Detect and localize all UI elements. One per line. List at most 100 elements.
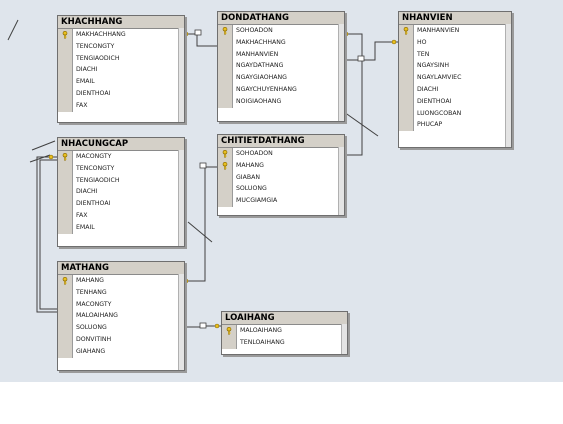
row-selector[interactable] bbox=[58, 99, 73, 112]
row-selector[interactable] bbox=[58, 64, 73, 77]
field-row[interactable]: LUONGCOBAN bbox=[399, 107, 511, 120]
field-row[interactable]: MAHANG bbox=[58, 275, 184, 287]
row-selector[interactable] bbox=[58, 310, 73, 323]
field-row[interactable]: TEN bbox=[399, 48, 511, 61]
field-row[interactable]: DIACHI bbox=[58, 186, 184, 199]
row-selector[interactable] bbox=[58, 298, 73, 311]
row-selector[interactable] bbox=[218, 171, 233, 184]
row-selector[interactable] bbox=[399, 48, 414, 61]
field-row[interactable]: DIENTHOAI bbox=[58, 198, 184, 210]
row-selector[interactable] bbox=[58, 333, 73, 346]
row-selector[interactable] bbox=[58, 52, 73, 65]
row-selector[interactable] bbox=[399, 36, 414, 49]
table-title: MATHANG bbox=[58, 262, 184, 275]
field-row[interactable]: NGAYCHUYENHANG bbox=[218, 83, 344, 96]
field-row[interactable]: MALOAIHANG bbox=[58, 310, 184, 323]
row-selector[interactable] bbox=[58, 174, 73, 187]
row-selector[interactable] bbox=[218, 36, 233, 49]
field-row[interactable]: GIAHANG bbox=[58, 345, 184, 358]
row-selector[interactable] bbox=[58, 186, 73, 199]
scrollbar[interactable] bbox=[338, 24, 344, 121]
field-row[interactable]: FAX bbox=[58, 99, 184, 112]
scrollbar[interactable] bbox=[338, 147, 344, 215]
field-row[interactable]: HO bbox=[399, 36, 511, 49]
field-row[interactable]: TENCONGTY bbox=[58, 162, 184, 175]
row-selector[interactable] bbox=[222, 336, 237, 349]
scrollbar[interactable] bbox=[341, 324, 347, 354]
field-row[interactable]: DIENTHOAI bbox=[58, 87, 184, 100]
row-selector[interactable] bbox=[58, 286, 73, 299]
field-row[interactable]: DIACHI bbox=[58, 64, 184, 77]
field-row[interactable]: EMAIL bbox=[58, 76, 184, 88]
field-row[interactable]: NOIGIAOHANG bbox=[218, 95, 344, 108]
field-row[interactable]: TENGIAODICH bbox=[58, 52, 184, 65]
primary-key-icon bbox=[226, 326, 232, 335]
field-row[interactable]: DIENTHOAI bbox=[399, 95, 511, 108]
field-row[interactable]: MACONGTY bbox=[58, 298, 184, 311]
field-row[interactable]: NGAYLAMVIEC bbox=[399, 72, 511, 84]
row-selector[interactable] bbox=[218, 83, 233, 96]
field-row[interactable]: MAKHACHHANG bbox=[58, 29, 184, 41]
field-row[interactable]: TENLOAIHANG bbox=[222, 336, 347, 349]
field-row[interactable]: NGAYSINH bbox=[399, 60, 511, 73]
field-row[interactable]: SOLUONG bbox=[58, 322, 184, 334]
field-row[interactable]: TENHANG bbox=[58, 286, 184, 299]
row-selector[interactable] bbox=[58, 345, 73, 358]
field-row[interactable]: EMAIL bbox=[58, 221, 184, 234]
scrollbar[interactable] bbox=[178, 274, 184, 370]
primary-key-icon bbox=[62, 152, 68, 161]
field-row[interactable]: MAHANG bbox=[218, 159, 344, 172]
field-row[interactable]: TENGIAODICH bbox=[58, 174, 184, 187]
field-row[interactable]: FAX bbox=[58, 209, 184, 222]
row-selector[interactable] bbox=[218, 95, 233, 108]
row-selector[interactable] bbox=[58, 209, 73, 222]
field-row[interactable]: MANHANVIEN bbox=[399, 25, 511, 37]
row-selector[interactable] bbox=[218, 60, 233, 73]
row-selector[interactable] bbox=[399, 72, 414, 84]
field-row[interactable]: SOLUONG bbox=[218, 183, 344, 196]
row-selector[interactable] bbox=[58, 87, 73, 100]
row-selector[interactable] bbox=[58, 198, 73, 210]
row-selector[interactable] bbox=[218, 195, 233, 207]
row-selector[interactable] bbox=[399, 119, 414, 132]
field-row[interactable]: PHUCAP bbox=[399, 119, 511, 132]
row-selector[interactable] bbox=[218, 183, 233, 196]
row-selector[interactable] bbox=[399, 95, 414, 108]
field-row[interactable]: GIABAN bbox=[218, 171, 344, 184]
row-selector[interactable] bbox=[399, 107, 414, 120]
field-row[interactable]: MAKHACHHANG bbox=[218, 36, 344, 49]
field-row[interactable]: NGAYGIAOHANG bbox=[218, 72, 344, 84]
row-selector[interactable] bbox=[58, 162, 73, 175]
field-row[interactable]: DIACHI bbox=[399, 83, 511, 96]
row-selector[interactable] bbox=[58, 221, 73, 234]
row-selector[interactable] bbox=[58, 76, 73, 88]
row-selector[interactable] bbox=[399, 83, 414, 96]
row-selector[interactable] bbox=[218, 48, 233, 61]
field-row[interactable]: MACONGTY bbox=[58, 151, 184, 163]
scrollbar[interactable] bbox=[178, 150, 184, 246]
row-selector[interactable] bbox=[399, 60, 414, 73]
field-name: MANHANVIEN bbox=[236, 50, 279, 58]
row-selector[interactable] bbox=[58, 40, 73, 53]
field-name: DONVITINH bbox=[76, 335, 112, 343]
field-row[interactable]: MALOAIHANG bbox=[222, 325, 347, 337]
row-selector[interactable] bbox=[218, 72, 233, 84]
row-selector[interactable] bbox=[58, 322, 73, 334]
scrollbar[interactable] bbox=[505, 24, 511, 147]
field-row[interactable]: SOHOADON bbox=[218, 148, 344, 160]
scrollbar[interactable] bbox=[178, 28, 184, 122]
field-row[interactable]: SOHOADON bbox=[218, 25, 344, 37]
field-row[interactable]: NGAYDATHANG bbox=[218, 60, 344, 73]
field-row[interactable]: TENCONGTY bbox=[58, 40, 184, 53]
field-row[interactable]: MUCGIAMGIA bbox=[218, 195, 344, 207]
field-row[interactable]: DONVITINH bbox=[58, 333, 184, 346]
field-row[interactable]: MANHANVIEN bbox=[218, 48, 344, 61]
field-name: GIAHANG bbox=[76, 347, 106, 355]
